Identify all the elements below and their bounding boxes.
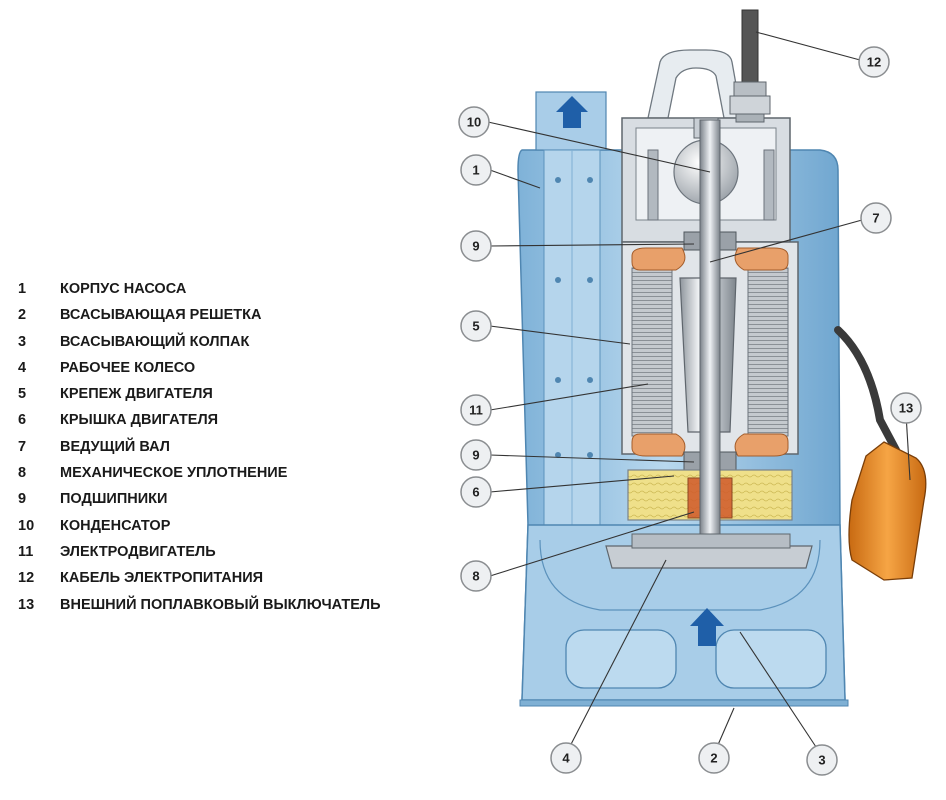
svg-text:3: 3 (818, 753, 825, 768)
callout-1: 1 (460, 154, 492, 186)
svg-text:9: 9 (472, 239, 479, 254)
flow-arrows (556, 96, 724, 646)
legend-item: 13 ВНЕШНИЙ ПОПЛАВКОВЫЙ ВЫКЛЮЧАТЕЛЬ (18, 592, 381, 618)
svg-text:10: 10 (467, 115, 481, 130)
callout-13: 13 (890, 392, 922, 424)
legend-label: ВЕДУЩИЙ ВАЛ (60, 438, 170, 455)
legend-label: ВСАСЫВАЮЩАЯ РЕШЕТКА (60, 307, 262, 324)
legend-number: 7 (18, 438, 27, 455)
svg-text:6: 6 (472, 485, 479, 500)
svg-text:7: 7 (872, 211, 879, 226)
legend-label: КАБЕЛЬ ЭЛЕКТРОПИТАНИЯ (60, 570, 264, 587)
legend-label: КРЫШКА ДВИГАТЕЛЯ (60, 412, 219, 429)
suction-window (565, 629, 677, 689)
legend-number: 11 (18, 543, 34, 560)
legend-item: 12 КАБЕЛЬ ЭЛЕКТРОПИТАНИЯ (18, 565, 381, 591)
callout-7: 7 (860, 202, 892, 234)
legend-item: 11 ЭЛЕКТРОДВИГАТЕЛЬ (18, 539, 381, 565)
svg-text:4: 4 (562, 751, 570, 766)
svg-text:1: 1 (472, 163, 479, 178)
callout-5: 5 (460, 310, 492, 342)
legend-label: МЕХАНИЧЕСКОЕ УПЛОТНЕНИЕ (60, 465, 288, 482)
legend-label: ЭЛЕКТРОДВИГАТЕЛЬ (60, 543, 216, 560)
svg-text:2: 2 (710, 751, 717, 766)
legend-item: 1 КОРПУС НАСОСА (18, 276, 381, 302)
legend-number: 3 (18, 333, 27, 350)
drive-shaft (699, 119, 721, 561)
impeller (605, 545, 813, 569)
up-arrow-icon (556, 96, 588, 128)
svg-text:8: 8 (472, 569, 479, 584)
legend-label: ПОДШИПНИКИ (60, 491, 168, 508)
carry-handle (647, 49, 743, 119)
callout-6: 6 (460, 476, 492, 508)
parts-legend: 1 КОРПУС НАСОСА 2 ВСАСЫВАЮЩАЯ РЕШЕТКА 3 ВСА… (18, 276, 381, 618)
legend-item: 4 РАБОЧЕЕ КОЛЕСО (18, 355, 381, 381)
svg-text:12: 12 (867, 55, 881, 70)
svg-text:11: 11 (469, 403, 483, 418)
suction-window (715, 629, 827, 689)
legend-label: КОНДЕНСАТОР (60, 517, 171, 534)
legend-label: ВСАСЫВАЮЩИЙ КОЛПАК (60, 333, 250, 350)
svg-text:9: 9 (472, 448, 479, 463)
legend-number: 10 (18, 517, 35, 534)
legend-label: КОРПУС НАСОСА (60, 281, 187, 297)
legend-number: 8 (18, 465, 27, 482)
callout-4: 4 (550, 742, 582, 774)
callout-2: 2 (698, 742, 730, 774)
legend-item: 6 КРЫШКА ДВИГАТЕЛЯ (18, 407, 381, 433)
callout-9-bottom: 9 (460, 439, 492, 471)
legend-item: 7 ВЕДУЩИЙ ВАЛ (18, 434, 381, 460)
legend-number: 4 (18, 359, 27, 376)
legend-number: 6 (18, 412, 27, 429)
legend-number: 1 (18, 281, 27, 297)
up-arrow-icon (690, 608, 724, 646)
legend-label: ВНЕШНИЙ ПОПЛАВКОВЫЙ ВЫКЛЮЧАТЕЛЬ (60, 596, 381, 613)
float-switch (834, 326, 927, 581)
callout-9-top: 9 (460, 230, 492, 262)
svg-text:13: 13 (899, 401, 913, 416)
legend-item: 8 МЕХАНИЧЕСКОЕ УПЛОТНЕНИЕ (18, 460, 381, 486)
callout-11: 11 (460, 394, 492, 426)
legend-label: КРЕПЕЖ ДВИГАТЕЛЯ (60, 386, 213, 403)
stator (631, 267, 673, 437)
legend-number: 13 (18, 596, 35, 613)
callout-8: 8 (460, 560, 492, 592)
legend-item: 3 ВСАСЫВАЮЩИЙ КОЛПАК (18, 329, 381, 355)
callout-3: 3 (806, 744, 838, 776)
legend-number: 9 (18, 491, 27, 508)
legend-item: 5 КРЕПЕЖ ДВИГАТЕЛЯ (18, 381, 381, 407)
legend-label: РАБОЧЕЕ КОЛЕСО (60, 359, 196, 376)
legend-item: 2 ВСАСЫВАЮЩАЯ РЕШЕТКА (18, 302, 381, 328)
callout-12: 12 (858, 46, 890, 78)
legend-number: 2 (18, 307, 27, 324)
callout-10: 10 (458, 106, 490, 138)
power-cable (729, 9, 771, 123)
legend-item: 9 ПОДШИПНИКИ (18, 486, 381, 512)
legend-number: 12 (18, 570, 35, 587)
svg-text:5: 5 (472, 319, 479, 334)
legend-number: 5 (18, 386, 27, 403)
legend-item: 10 КОНДЕНСАТОР (18, 513, 381, 539)
leader-lines (487, 31, 911, 757)
